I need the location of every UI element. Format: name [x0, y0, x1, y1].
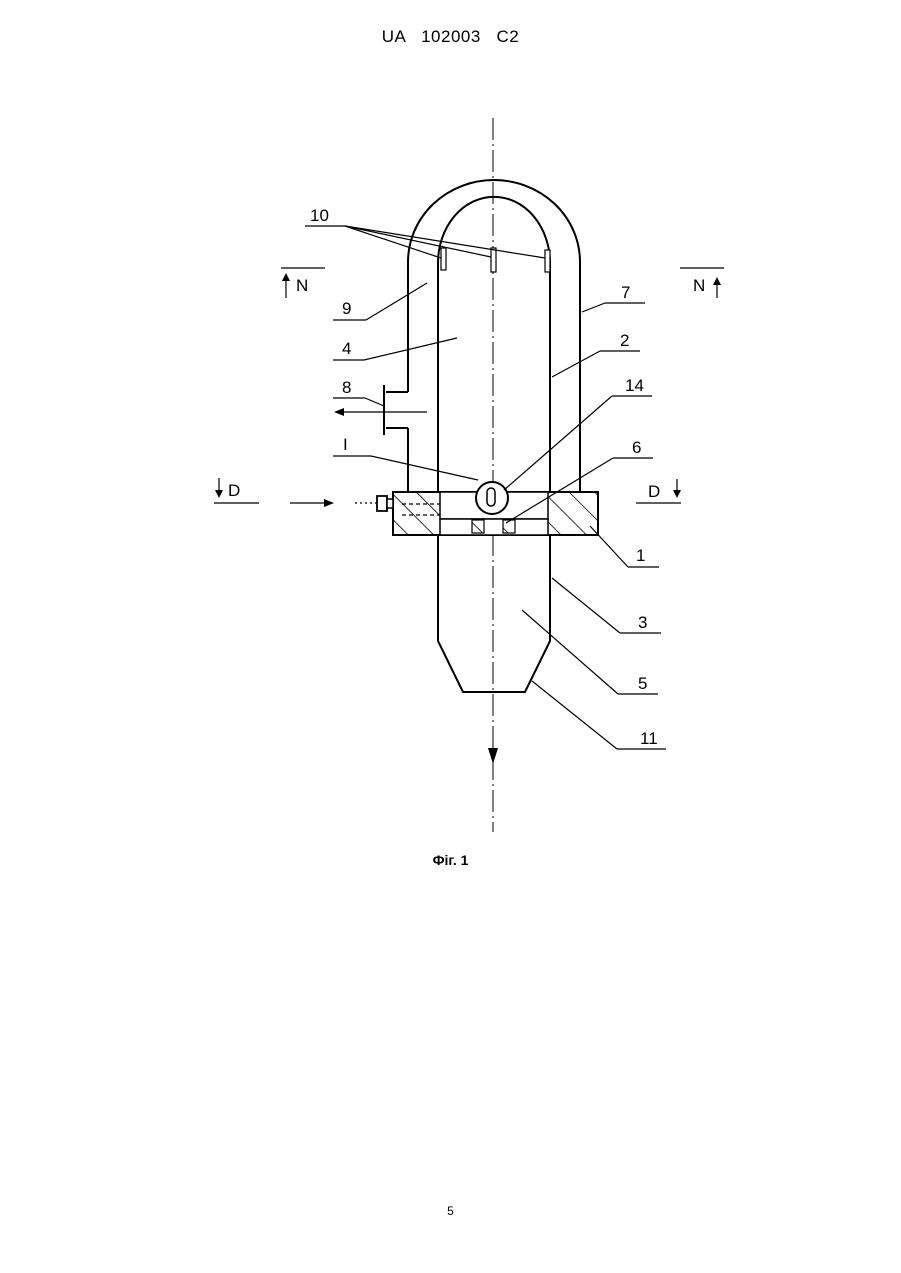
- svg-text:9: 9: [342, 299, 351, 318]
- section-mark-n-right: N: [680, 268, 724, 298]
- label-7: 7: [582, 283, 645, 312]
- svg-text:1: 1: [636, 546, 645, 565]
- inflow-arrow: [290, 499, 377, 507]
- detail-circle-I: [476, 482, 508, 514]
- svg-text:4: 4: [342, 339, 351, 358]
- figure-caption: Фіг. 1: [0, 852, 901, 868]
- section-n-right-label: N: [693, 276, 705, 295]
- svg-text:6: 6: [632, 438, 641, 457]
- svg-text:10: 10: [310, 206, 329, 225]
- page-number: 5: [0, 1204, 901, 1218]
- side-fitting: [377, 496, 393, 511]
- axis-arrowhead: [488, 748, 498, 764]
- section-d-right-label: D: [648, 482, 660, 501]
- outer-shell-7: [408, 180, 580, 492]
- label-I: I: [333, 435, 478, 480]
- section-mark-d-right: D: [636, 479, 681, 503]
- svg-text:14: 14: [625, 376, 644, 395]
- sensors-10: [305, 226, 550, 272]
- label-2: 2: [552, 331, 640, 377]
- section-n-left-label: N: [296, 276, 308, 295]
- svg-text:5: 5: [638, 674, 647, 693]
- label-10: 10: [310, 206, 329, 225]
- svg-text:2: 2: [620, 331, 629, 350]
- svg-text:I: I: [343, 435, 348, 454]
- svg-text:8: 8: [342, 378, 351, 397]
- section-d-left-label: D: [228, 481, 240, 500]
- label-3: 3: [552, 578, 661, 633]
- lower-chamber-3: [438, 535, 550, 692]
- svg-text:3: 3: [638, 613, 647, 632]
- section-mark-n-left: N: [281, 268, 325, 298]
- label-1: 1: [590, 526, 659, 567]
- inner-shell-2: [438, 197, 550, 492]
- label-14: 14: [504, 376, 652, 490]
- label-9: 9: [333, 283, 427, 320]
- section-mark-d-left: D: [214, 478, 259, 503]
- label-8: 8: [333, 378, 384, 406]
- svg-text:11: 11: [640, 729, 658, 748]
- svg-text:7: 7: [621, 283, 630, 302]
